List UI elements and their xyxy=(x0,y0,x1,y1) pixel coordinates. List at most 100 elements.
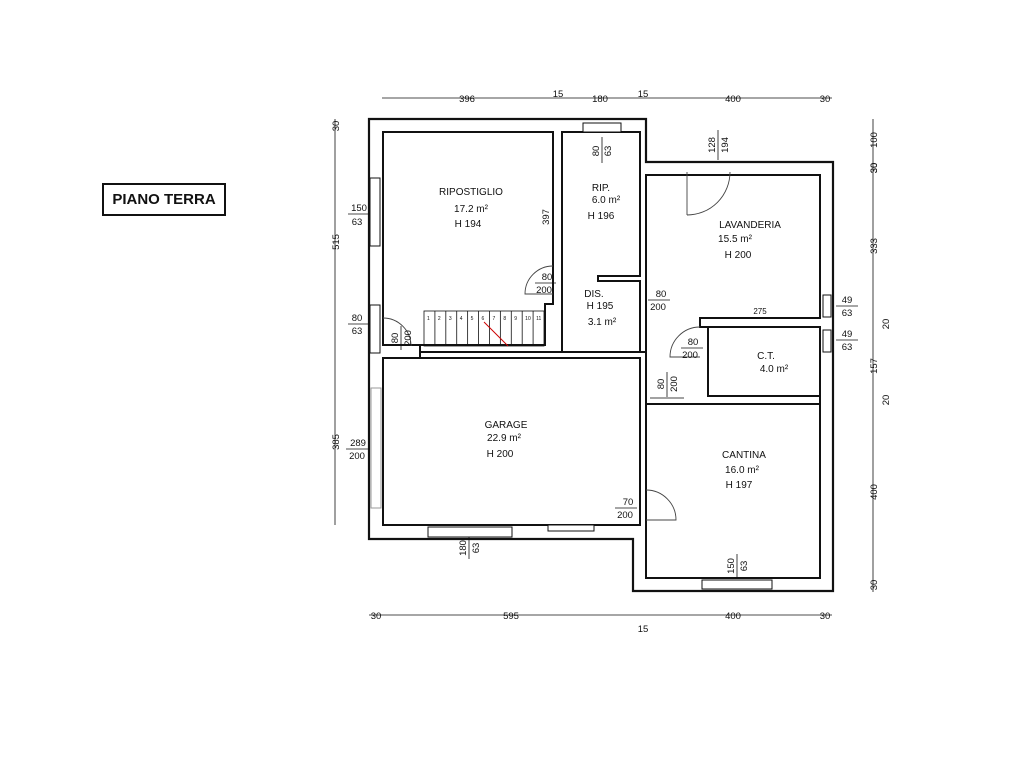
garage-door xyxy=(370,387,382,509)
door-swing xyxy=(645,489,677,521)
staircase xyxy=(423,310,545,347)
room-height: H 196 xyxy=(588,211,615,222)
dim-right: 20 xyxy=(881,395,892,406)
window xyxy=(582,122,622,133)
stair-number: 4 xyxy=(460,316,463,322)
dim-right: 333 xyxy=(869,238,880,254)
dim-right: 400 xyxy=(869,484,880,500)
stair-number: 11 xyxy=(536,316,541,322)
page-title: PIANO TERRA xyxy=(102,183,226,216)
opening-height: 63 xyxy=(471,543,482,554)
room-name: RIP. xyxy=(592,183,610,194)
dim-top: 180 xyxy=(592,94,608,105)
room-height: H 195 xyxy=(587,301,614,312)
door-swing xyxy=(524,265,554,295)
stair-number: 5 xyxy=(471,316,474,322)
dim-left: 385 xyxy=(331,434,342,450)
doors xyxy=(382,171,731,521)
opening-width: 80 xyxy=(688,337,699,348)
stair-outline xyxy=(423,310,545,347)
room-area: 17.2 m² xyxy=(454,204,489,215)
dim-internal: 397 xyxy=(541,209,552,225)
room-area: 16.0 m² xyxy=(725,465,760,476)
room-height: H 197 xyxy=(726,480,753,491)
dim-bottom: 595 xyxy=(503,611,519,622)
opening-width: 150 xyxy=(726,558,737,574)
opening-width: 80 xyxy=(352,313,363,324)
opening-height: 194 xyxy=(720,137,731,153)
room-name: LAVANDERIA xyxy=(719,220,781,231)
stair-number: 10 xyxy=(525,316,531,322)
opening-height: 200 xyxy=(349,451,365,462)
opening-width: 80 xyxy=(656,289,667,300)
window xyxy=(822,329,832,353)
opening-labels: 80 63 128 194 150 63 80 63 80 200 80 200… xyxy=(346,130,858,577)
opening-height: 63 xyxy=(842,308,853,319)
opening-width: 49 xyxy=(842,329,853,340)
opening-width: 80 xyxy=(390,333,401,344)
opening-height: 200 xyxy=(617,510,633,521)
cantina-wall xyxy=(645,403,821,579)
ct-room-wall xyxy=(707,326,821,397)
opening-width: 180 xyxy=(458,540,469,556)
room-name: DIS. xyxy=(584,289,603,300)
room-labels: RIPOSTIGLIO 17.2 m² H 194 RIP. 6.0 m² H … xyxy=(439,183,789,491)
opening-height: 200 xyxy=(403,330,414,346)
opening-width: 80 xyxy=(656,379,667,390)
dim-top: 396 xyxy=(459,94,475,105)
opening-height: 63 xyxy=(842,342,853,353)
room-area: 3.1 m² xyxy=(588,317,617,328)
stair-number: 1 xyxy=(427,316,430,322)
walls xyxy=(367,117,835,593)
opening-height: 63 xyxy=(352,326,363,337)
room-height: H 200 xyxy=(487,449,514,460)
room-name: RIPOSTIGLIO xyxy=(439,187,503,198)
dim-right: 30 xyxy=(869,580,880,591)
outer-wall xyxy=(367,117,835,593)
dim-right: 157 xyxy=(869,358,880,374)
stair-number: 2 xyxy=(438,316,441,322)
dim-top: 30 xyxy=(820,94,831,105)
room-name: CANTINA xyxy=(722,450,766,461)
opening-height: 200 xyxy=(650,302,666,313)
opening-height: 63 xyxy=(603,146,614,157)
stair-number: 8 xyxy=(503,316,506,322)
dim-top: 15 xyxy=(638,89,649,100)
door-swing xyxy=(382,317,412,347)
opening-width: 80 xyxy=(591,146,602,157)
windows xyxy=(369,122,832,590)
rip-room-wall xyxy=(561,131,641,353)
opening-width: 80 xyxy=(542,272,553,283)
opening-height: 63 xyxy=(352,217,363,228)
opening-height: 200 xyxy=(682,350,698,361)
dim-internal: 275 xyxy=(753,307,767,316)
window xyxy=(427,526,513,538)
door-swing xyxy=(669,326,701,358)
room-name: C.T. xyxy=(757,351,775,362)
window xyxy=(369,177,381,247)
dim-right: 30 xyxy=(869,163,880,174)
opening-width: 128 xyxy=(707,137,718,153)
stair-arrow xyxy=(483,321,509,347)
dim-right: 100 xyxy=(869,132,880,148)
garage-wall xyxy=(382,357,641,526)
room-area: 15.5 m² xyxy=(718,234,753,245)
opening-height: 63 xyxy=(739,561,750,572)
opening-height: 200 xyxy=(536,285,552,296)
stair-number: 6 xyxy=(482,316,485,322)
window xyxy=(369,304,381,354)
lavanderia-wall xyxy=(645,174,821,405)
room-area: 22.9 m² xyxy=(487,433,522,444)
window xyxy=(701,579,773,590)
dim-bottom: 30 xyxy=(371,611,382,622)
opening-height: 200 xyxy=(669,376,680,392)
dim-right: 20 xyxy=(881,319,892,330)
room-area: 4.0 m² xyxy=(760,364,789,375)
dimension-lines xyxy=(334,97,874,616)
dim-bottom: 30 xyxy=(820,611,831,622)
room-height: H 194 xyxy=(455,219,482,230)
opening-width: 70 xyxy=(623,497,634,508)
